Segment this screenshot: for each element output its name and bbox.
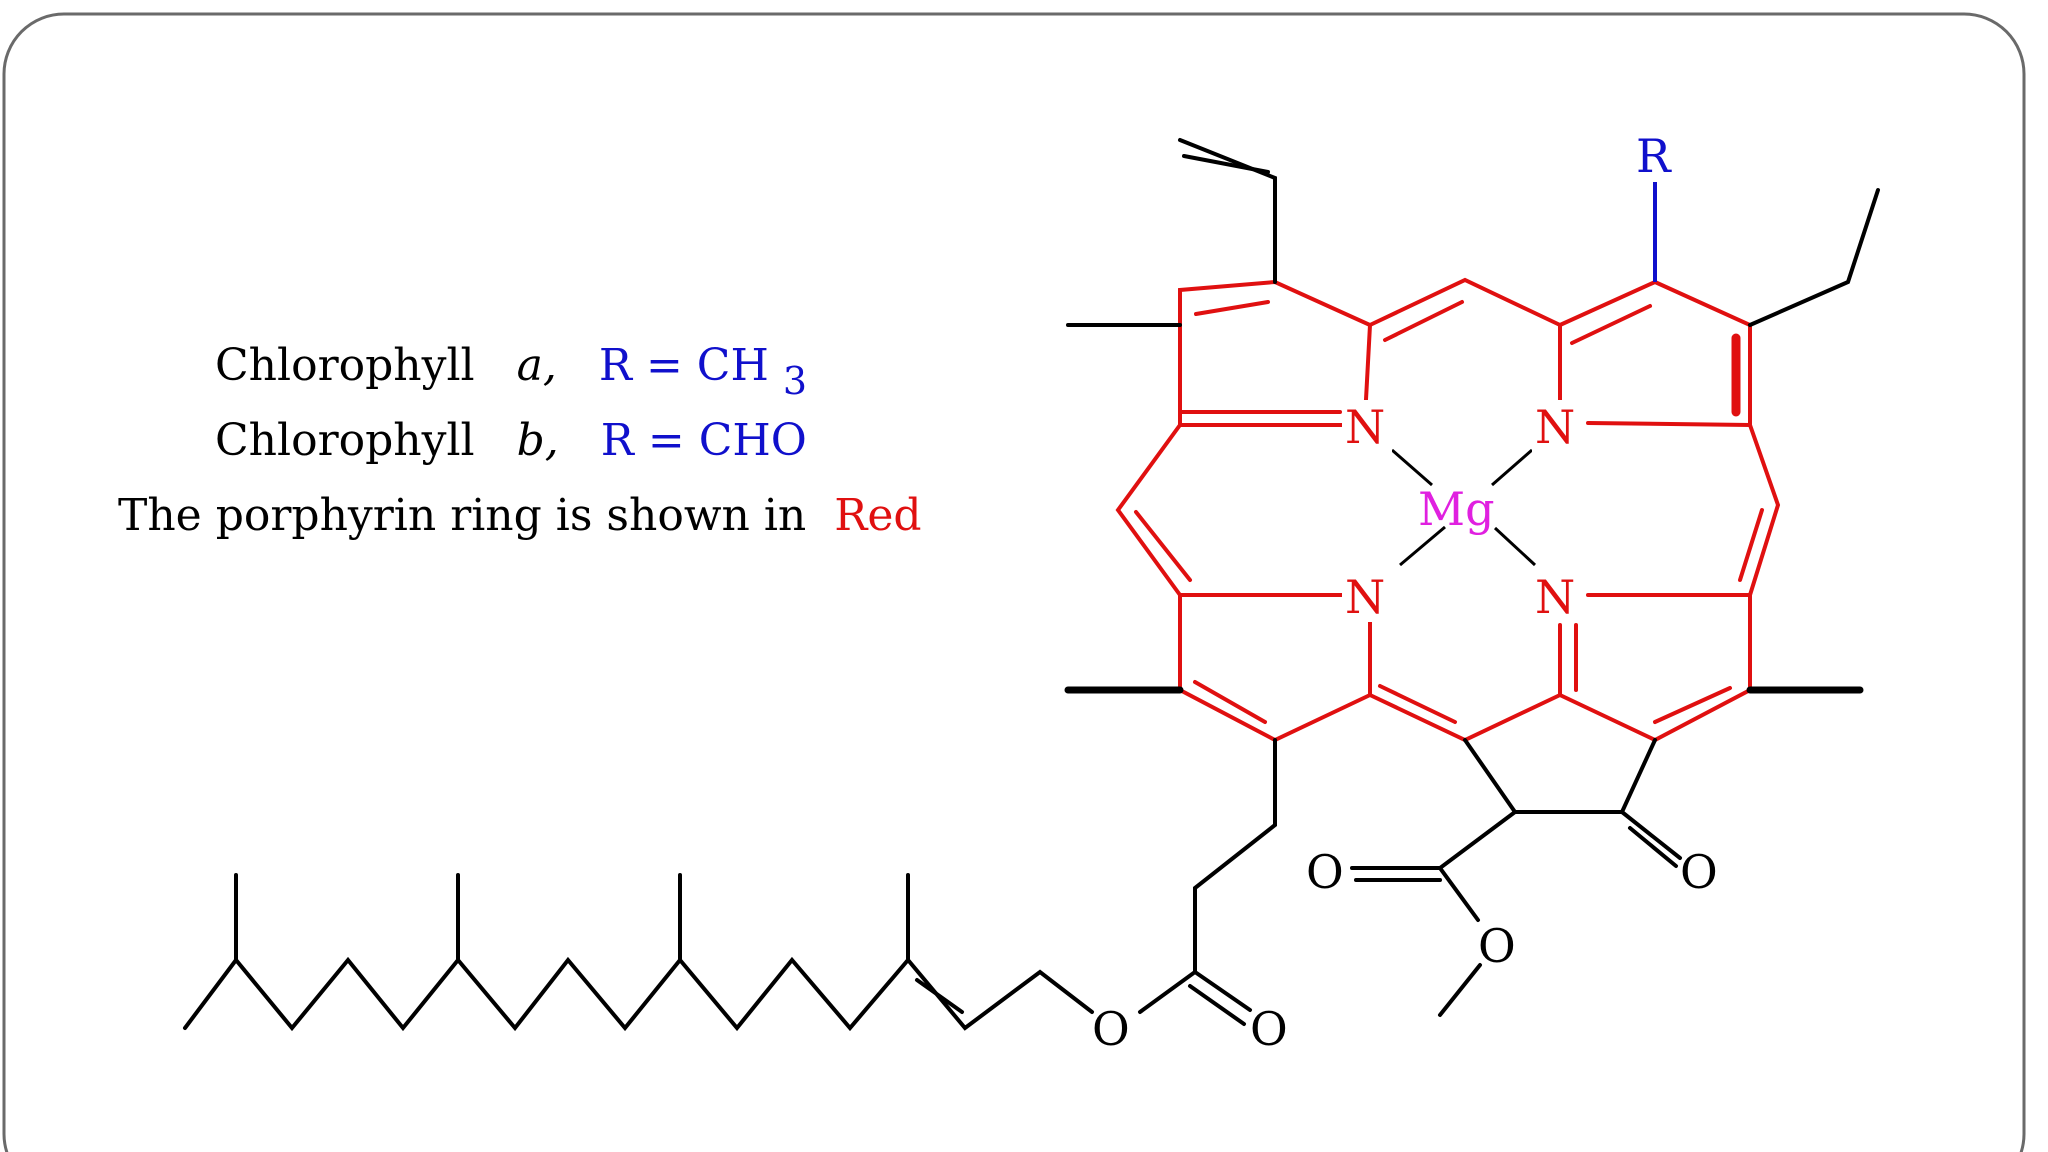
nitrogen-label: N: [1535, 570, 1575, 624]
phytyl-double-bond: [915, 978, 964, 1014]
ring-bond: [1558, 593, 1752, 743]
cyclopentanone-bond: [1463, 738, 1657, 814]
caption-b-variant: b,: [517, 415, 559, 466]
vinyl-bond: [1178, 138, 1277, 284]
mg-n-bond: [1391, 448, 1433, 487]
caption-b-formula: R = CHO: [601, 415, 807, 466]
n-label-bg: [1342, 570, 1392, 622]
caption-a-name: Chlorophyll: [215, 340, 475, 391]
ester-bond: [1437, 810, 1517, 922]
oxygen-label: O: [1306, 845, 1344, 899]
mg-n-bond: [1399, 525, 1446, 567]
caption-line-a: Chlorophyll a, R = CH 3: [215, 340, 807, 403]
nitrogen-label: N: [1345, 570, 1385, 624]
ring-double-bond: [1738, 508, 1764, 582]
ring-double-bond: [1570, 304, 1652, 345]
caption-a-subscript: 3: [783, 359, 807, 403]
mg-n-bond: [1493, 526, 1537, 567]
caption-ring-highlight: Red: [834, 490, 921, 541]
propionate-carbonyl-double-bond: [1188, 984, 1246, 1026]
oxygen-label: O: [1092, 1002, 1130, 1056]
phytyl-chain: [183, 956, 1094, 1032]
ring-double-bond: [1193, 680, 1267, 724]
ring-bond: [1748, 423, 1781, 597]
ring-double-bond: [1194, 300, 1270, 316]
atom-labels: N N N N Mg R O O O O O: [1092, 129, 1718, 1056]
substituent-bonds: [183, 138, 1880, 1032]
caption-a-variant: a,: [517, 340, 557, 391]
ring-double-bond: [1383, 300, 1464, 342]
magnesium-label: Mg: [1418, 482, 1495, 536]
ring-bond: [1368, 693, 1562, 743]
n-label-bg: [1342, 400, 1392, 452]
ring-double-bond: [1378, 684, 1457, 724]
n-label-bg: [1532, 570, 1582, 622]
ring-bond: [1558, 279, 1752, 427]
r-group-label: R: [1636, 129, 1672, 183]
frame-border: [2, 12, 2026, 1152]
coordination-bonds: [1391, 448, 1537, 567]
n-label-bg: [1532, 400, 1582, 452]
oxygen-label: O: [1680, 845, 1718, 899]
nitrogen-label: N: [1535, 400, 1575, 454]
propionate-carbonyl-bond: [1193, 970, 1252, 1012]
ring-bond: [1586, 421, 1752, 427]
vinyl-double-bond: [1182, 154, 1270, 174]
ring-double-bond: [1653, 686, 1732, 724]
ring-bond: [1368, 277, 1562, 327]
methoxy-bond: [1438, 963, 1482, 1017]
carbonyl-double-bond: [1628, 826, 1678, 868]
propionate-bond: [1138, 738, 1277, 1014]
caption-line-b: Chlorophyll b, R = CHO: [215, 415, 807, 466]
caption-ring-prefix: The porphyrin ring is shown in: [118, 490, 806, 541]
oxygen-label: O: [1250, 1002, 1288, 1056]
ring-bond: [1178, 279, 1373, 427]
ring-double-bond: [1134, 510, 1192, 582]
caption-line-ring: The porphyrin ring is shown in Red: [118, 490, 922, 541]
carbonyl-bond: [1620, 810, 1682, 860]
oxygen-label: O: [1478, 919, 1516, 973]
caption-b-name: Chlorophyll: [215, 415, 475, 466]
ring-bond: [1115, 423, 1182, 597]
caption-a-formula: R = CH: [599, 340, 769, 391]
mg-n-bond: [1491, 448, 1533, 487]
ring-bond: [1178, 593, 1372, 743]
nitrogen-label: N: [1345, 400, 1385, 454]
ethyl-bond: [1748, 188, 1880, 327]
